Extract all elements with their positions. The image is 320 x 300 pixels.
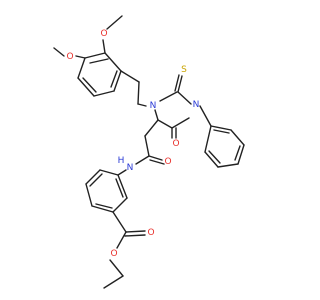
- atom-n-amide: N: [127, 163, 134, 173]
- dimethoxyphenyl-ring: [77, 52, 122, 97]
- atom-n-ring-top: N: [150, 101, 157, 111]
- molecule-structure: O O N N S O O N H O O: [53, 15, 245, 289]
- atom-o-methoxy-top: O: [100, 29, 107, 39]
- atom-labels: O O N N S O O N H O O: [66, 29, 199, 259]
- atom-o-ester-carbonyl: O: [147, 228, 154, 238]
- molecule-diagram: O O N N S O O N H O O: [53, 15, 245, 289]
- acetamide-linker: [117, 119, 165, 176]
- atom-o-amide: O: [164, 157, 171, 167]
- atom-n-ring-right: N: [193, 100, 200, 110]
- atom-h-amide: H: [118, 156, 125, 166]
- methoxy-groups: [53, 15, 123, 59]
- atom-o-ring-carbonyl: O: [172, 139, 179, 149]
- atom-s-thione: S: [181, 65, 187, 75]
- benzyl-group: [199, 105, 245, 168]
- atom-o-methoxy-left: O: [66, 52, 73, 62]
- ethyl-linker: [120, 70, 147, 107]
- benzoate-ring: [85, 169, 128, 213]
- ethyl-ester-group: [103, 211, 146, 289]
- atom-o-ester: O: [110, 249, 117, 259]
- imidazolidine-ring: [154, 74, 192, 139]
